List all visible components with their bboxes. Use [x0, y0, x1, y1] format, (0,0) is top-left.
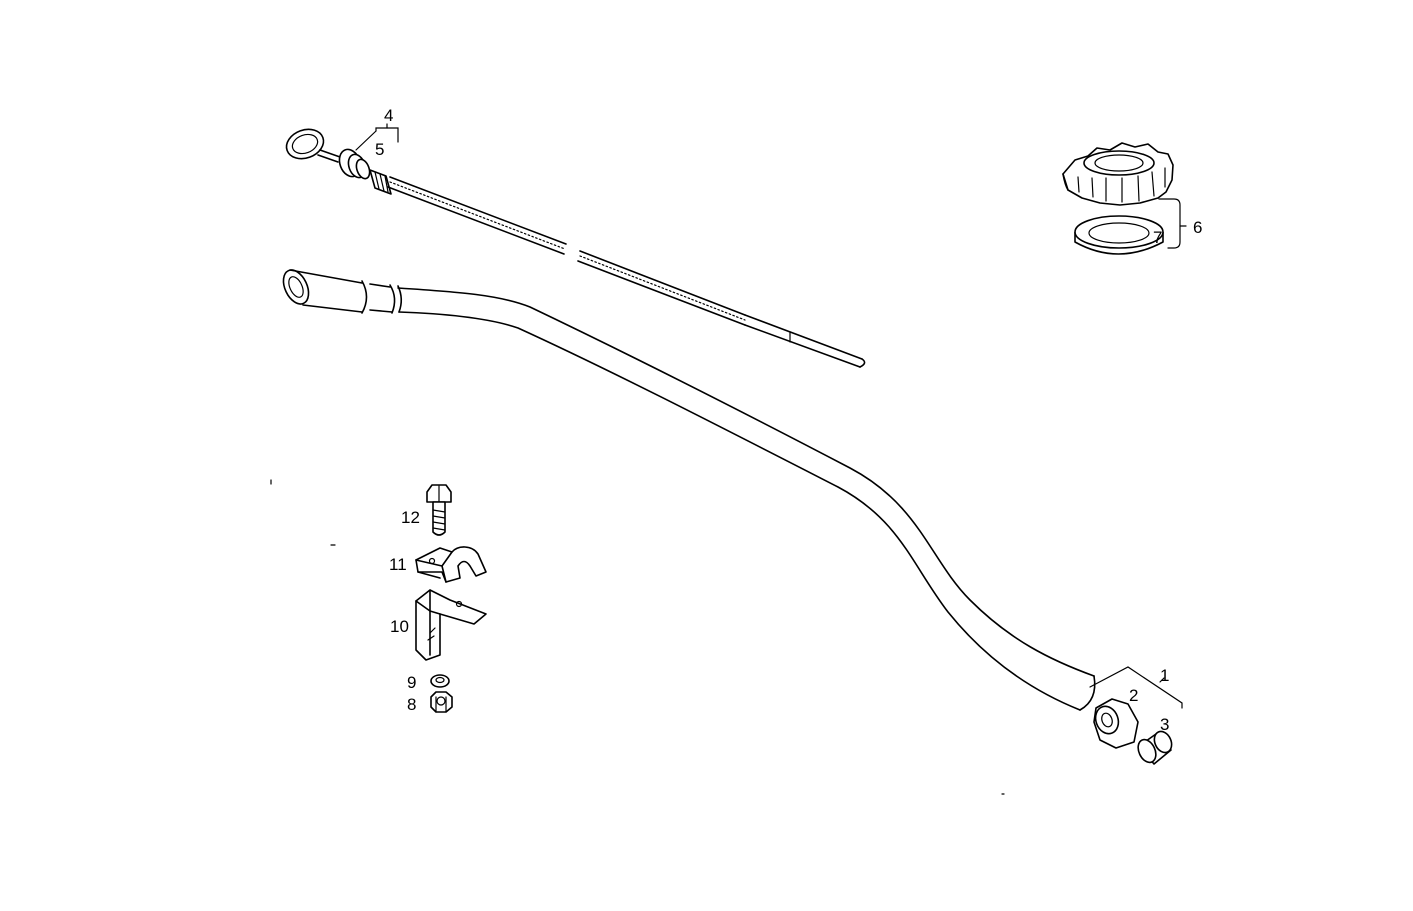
label-11: 11	[389, 555, 407, 574]
pipe-clip	[415, 546, 487, 583]
label-8: 8	[407, 695, 416, 714]
callout-leaders	[355, 123, 1187, 709]
label-12: 12	[401, 508, 420, 527]
washer	[430, 674, 450, 688]
label-5: 5	[375, 140, 384, 159]
label-10: 10	[390, 617, 409, 636]
filler-cap	[1062, 142, 1174, 206]
angle-bracket	[415, 589, 487, 661]
dipstick-shaft-lower	[577, 250, 746, 326]
label-7: 7	[1153, 228, 1162, 247]
tube-ferrule	[1137, 730, 1173, 765]
guide-tube	[282, 269, 1096, 711]
bolt	[426, 484, 452, 536]
hex-nut	[430, 691, 453, 713]
part-labels: 1 2 3 4 5 6 7 8 9 10 11 12	[375, 106, 1202, 734]
dipstick-plug	[338, 148, 371, 180]
tube-nut	[1093, 698, 1139, 749]
label-1: 1	[1160, 666, 1169, 685]
filler-cap-seal	[1074, 215, 1164, 255]
dipstick	[285, 128, 866, 368]
guide-tube-funnel	[282, 269, 310, 305]
label-3: 3	[1160, 715, 1169, 734]
label-6: 6	[1193, 218, 1202, 237]
label-2: 2	[1129, 686, 1138, 705]
label-4: 4	[384, 106, 393, 125]
label-9: 9	[407, 673, 416, 692]
dipstick-shaft-upper	[387, 176, 567, 255]
dipstick-ring-handle	[285, 128, 325, 160]
